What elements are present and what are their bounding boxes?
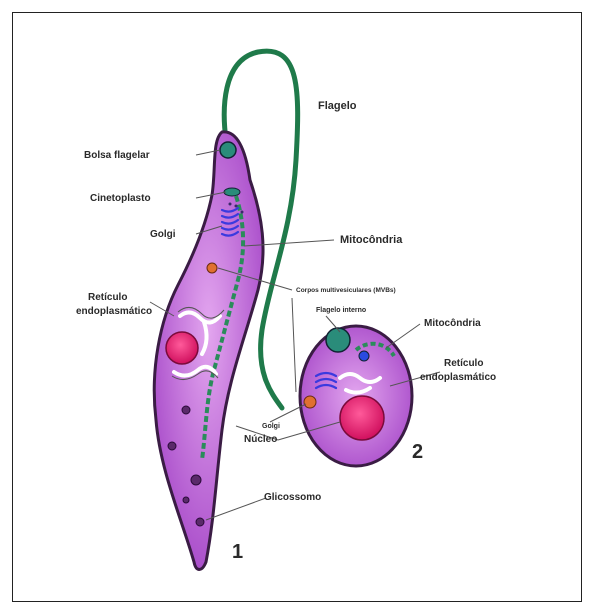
multivesicular-body-2 [304, 396, 316, 408]
label-reticulo-1-line2: endoplasmático [76, 306, 152, 317]
label-reticulo-2-line2: endoplasmático [420, 372, 496, 383]
flagellar-pocket [220, 142, 236, 158]
mitochondrion-2-part [359, 351, 369, 361]
label-flagelo-interno: Flagelo interno [316, 307, 366, 314]
kinetoplast [224, 188, 240, 196]
label-cinetoplasto: Cinetoplasto [90, 193, 151, 204]
internal-flagellum [326, 328, 350, 352]
label-nucleo: Núcleo [244, 434, 277, 445]
cell-number-1: 1 [232, 541, 243, 563]
label-reticulo-2-line1: Retículo [444, 358, 483, 369]
nucleus-2 [340, 396, 384, 440]
nucleus-1 [166, 332, 198, 364]
multivesicular-body-1 [207, 263, 217, 273]
label-bolsa-flagelar: Bolsa flagelar [84, 150, 150, 161]
cell-number-2: 2 [412, 441, 423, 463]
label-reticulo-1-line1: Retículo [88, 292, 127, 303]
label-flagelo: Flagelo [318, 100, 357, 112]
label-corpos-multivesiculares: Corpos multivesiculares (MVBs) [296, 287, 396, 294]
amastigote-body [300, 326, 412, 466]
label-golgi-2: Golgi [262, 423, 280, 430]
label-mitocondria-1: Mitocôndria [340, 234, 403, 246]
label-glicossomo: Glicossomo [264, 492, 321, 503]
label-golgi: Golgi [150, 229, 176, 240]
label-mitocondria-2: Mitocôndria [424, 318, 481, 329]
